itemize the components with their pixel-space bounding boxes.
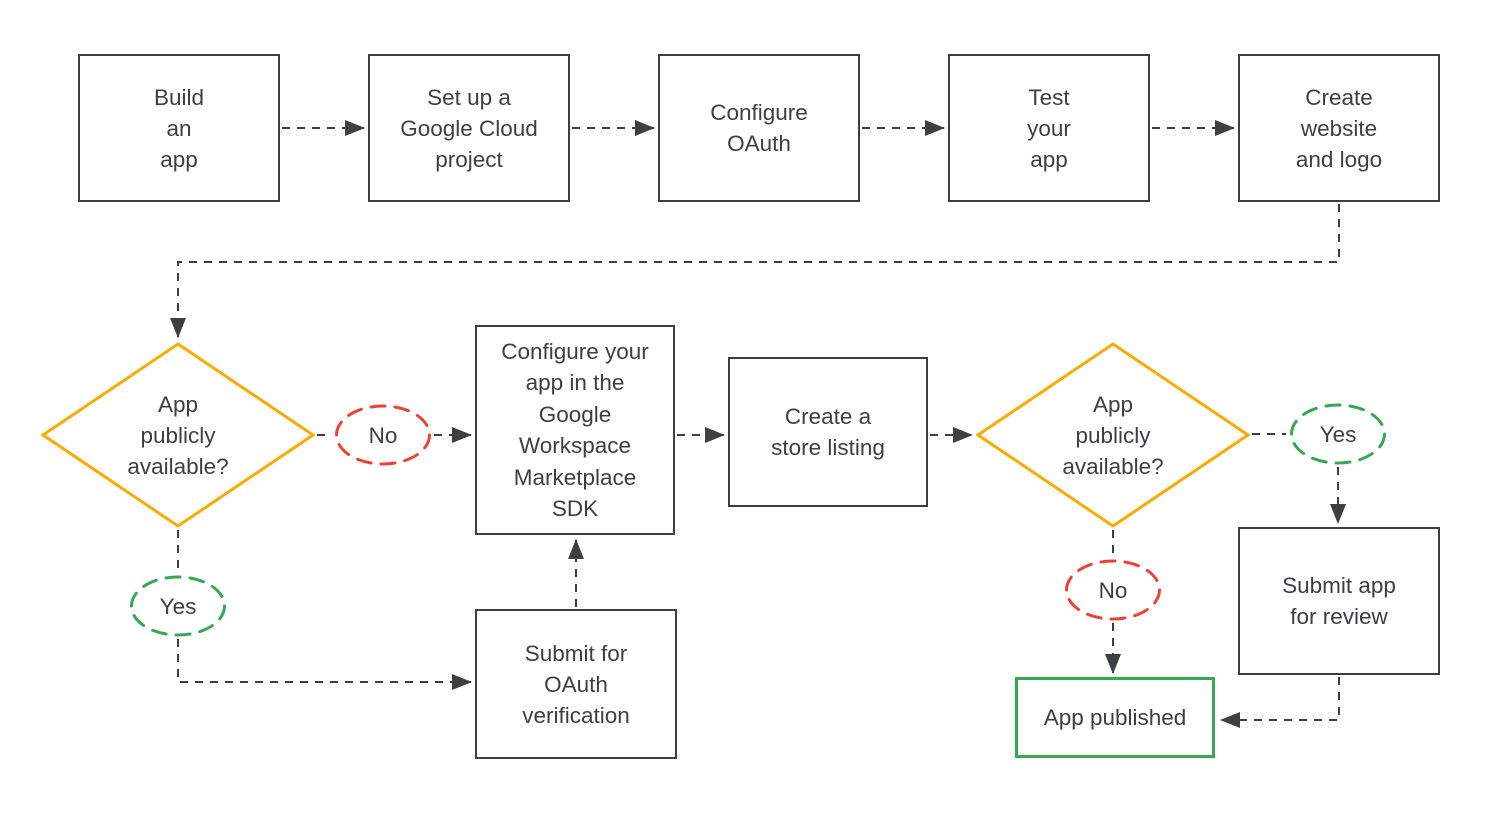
wire-yes-to-submit-oauth <box>177 639 472 690</box>
no-left-ellipse-shape <box>334 404 432 466</box>
node-decision-left: App publicly available? <box>41 342 315 528</box>
node-create-website-label: Create website and logo <box>1295 84 1383 172</box>
yes-left-ellipse-shape <box>129 575 227 637</box>
node-test-app-label: Test your app <box>1027 84 1071 172</box>
no-right-ellipse-shape <box>1064 559 1162 621</box>
node-submit-review: Submit app for review <box>1238 527 1440 675</box>
node-app-published: App published <box>1015 677 1215 758</box>
node-decision-right-label: App publicly available? <box>1062 391 1164 479</box>
node-submit-oauth-label: Submit for OAuth verification <box>522 640 630 728</box>
node-no-right: No <box>1064 559 1162 621</box>
decision-right-diamond-shape <box>976 342 1250 528</box>
node-decision-right: App publicly available? <box>976 342 1250 528</box>
wire-review-to-published <box>1220 677 1340 728</box>
node-app-published-label: App published <box>1043 705 1187 730</box>
node-yes-right-label: Yes <box>1319 421 1357 447</box>
node-configure-oauth: Configure OAuth <box>658 54 860 202</box>
node-store-listing: Create a store listing <box>728 357 928 507</box>
node-no-left-label: No <box>368 422 398 448</box>
node-no-left: No <box>334 404 432 466</box>
node-configure-sdk-label: Configure your app in the Google Workspa… <box>501 338 649 522</box>
node-yes-left-label: Yes <box>159 593 197 619</box>
node-store-listing-label: Create a store listing <box>771 404 885 460</box>
node-configure-oauth-label: Configure OAuth <box>710 100 808 156</box>
node-configure-sdk: Configure your app in the Google Workspa… <box>475 325 675 535</box>
node-test-app: Test your app <box>948 54 1150 202</box>
node-create-website: Create website and logo <box>1238 54 1440 202</box>
node-no-right-label: No <box>1098 577 1128 603</box>
node-build-app-label: Build an app <box>153 84 205 172</box>
node-setup-project: Set up a Google Cloud project <box>368 54 570 202</box>
yes-right-ellipse-shape <box>1289 403 1387 465</box>
wire-website-to-decision-left <box>170 204 1340 338</box>
node-build-app: Build an app <box>78 54 280 202</box>
decision-left-diamond-shape <box>41 342 315 528</box>
node-setup-project-label: Set up a Google Cloud project <box>400 84 538 172</box>
node-decision-left-label: App publicly available? <box>127 391 229 479</box>
node-submit-review-label: Submit app for review <box>1282 573 1396 629</box>
node-yes-left: Yes <box>129 575 227 637</box>
node-submit-oauth: Submit for OAuth verification <box>475 609 677 759</box>
node-yes-right: Yes <box>1289 403 1387 465</box>
